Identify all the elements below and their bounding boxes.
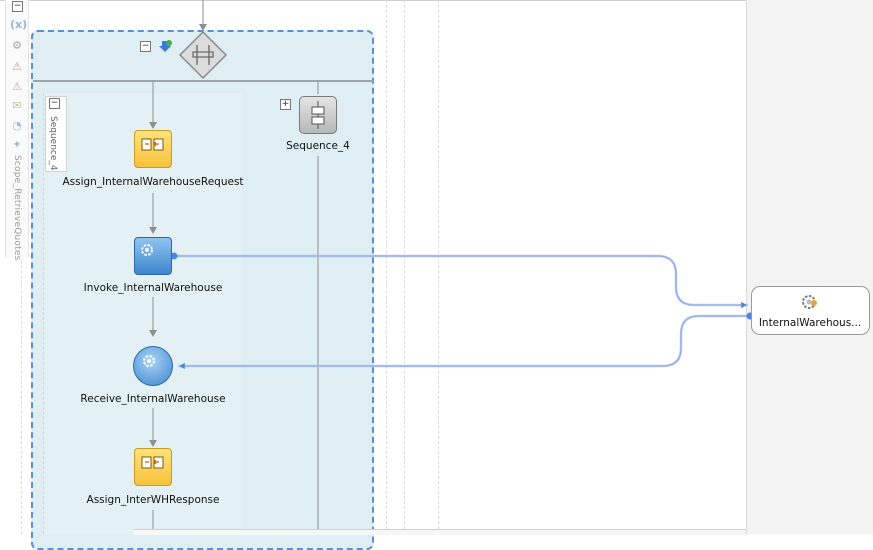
assign-response-activity[interactable] [134,448,172,486]
gear-icon [143,355,155,367]
invoke-label: Invoke_InternalWarehouse [83,282,223,294]
sequence-expand-button[interactable]: + [280,99,291,110]
sequence-activity-label: Sequence_4 [286,140,350,152]
flow-divider [33,80,374,82]
connectors-layer [149,0,754,534]
gear-icon [802,295,817,309]
swimlane-guide [438,0,439,534]
horizontal-scrollbar[interactable] [133,529,746,535]
partner-link[interactable]: InternalWarehous... [751,286,870,335]
canvas-top-border [0,0,746,1]
invoke-activity[interactable] [134,237,172,275]
variables-icon[interactable]: (x) [10,18,28,31]
scope-toolbar: − (x) ⚙ ⚠ ⚠ ✉ ◔ ✦ [5,0,29,258]
receive-activity[interactable] [133,346,173,386]
sequence-tab-label: Sequence_4 [48,116,58,171]
sequence-collapse-button[interactable]: − [49,98,60,109]
swimlane-guide [404,0,405,534]
correlation-icon[interactable]: ⚙ [12,39,22,52]
scope-collapse-button[interactable]: − [12,1,23,12]
assign-request-activity[interactable] [134,130,172,168]
gear-icon [141,244,153,256]
partner-links-lane [746,0,873,534]
sequence-activity[interactable] [299,96,337,134]
partner-links-icon[interactable]: ✦ [12,138,22,151]
assign-icon [141,138,164,151]
assign-icon [141,456,164,469]
sequence-icon [311,101,325,129]
scope-name-label: Scope_RetrieveQuotes [12,155,22,261]
swimlane-guide [386,0,387,534]
sequence-tab[interactable] [45,96,67,172]
compensation-handler-icon[interactable]: ⚠ [12,80,22,93]
swimlane-guide [21,0,22,534]
event-handler-icon[interactable]: ✉ [12,99,22,112]
fault-handler-icon[interactable]: ⚠ [12,60,22,73]
flow-diamond-icon [178,30,228,80]
partner-link-label: InternalWarehous... [758,317,862,329]
invoke-wire-handle [170,252,178,260]
flow-collapse-button[interactable]: − [140,41,151,52]
termination-handler-icon[interactable]: ◔ [12,119,22,132]
receive-wire [178,314,749,368]
assign-response-label: Assign_InterWHResponse [86,494,220,506]
invoke-wire [174,254,748,307]
add-branch-icon [159,40,172,52]
assign-request-label: Assign_InternalWarehouseRequest [62,176,244,188]
receive-label: Receive_InternalWarehouse [80,393,226,405]
